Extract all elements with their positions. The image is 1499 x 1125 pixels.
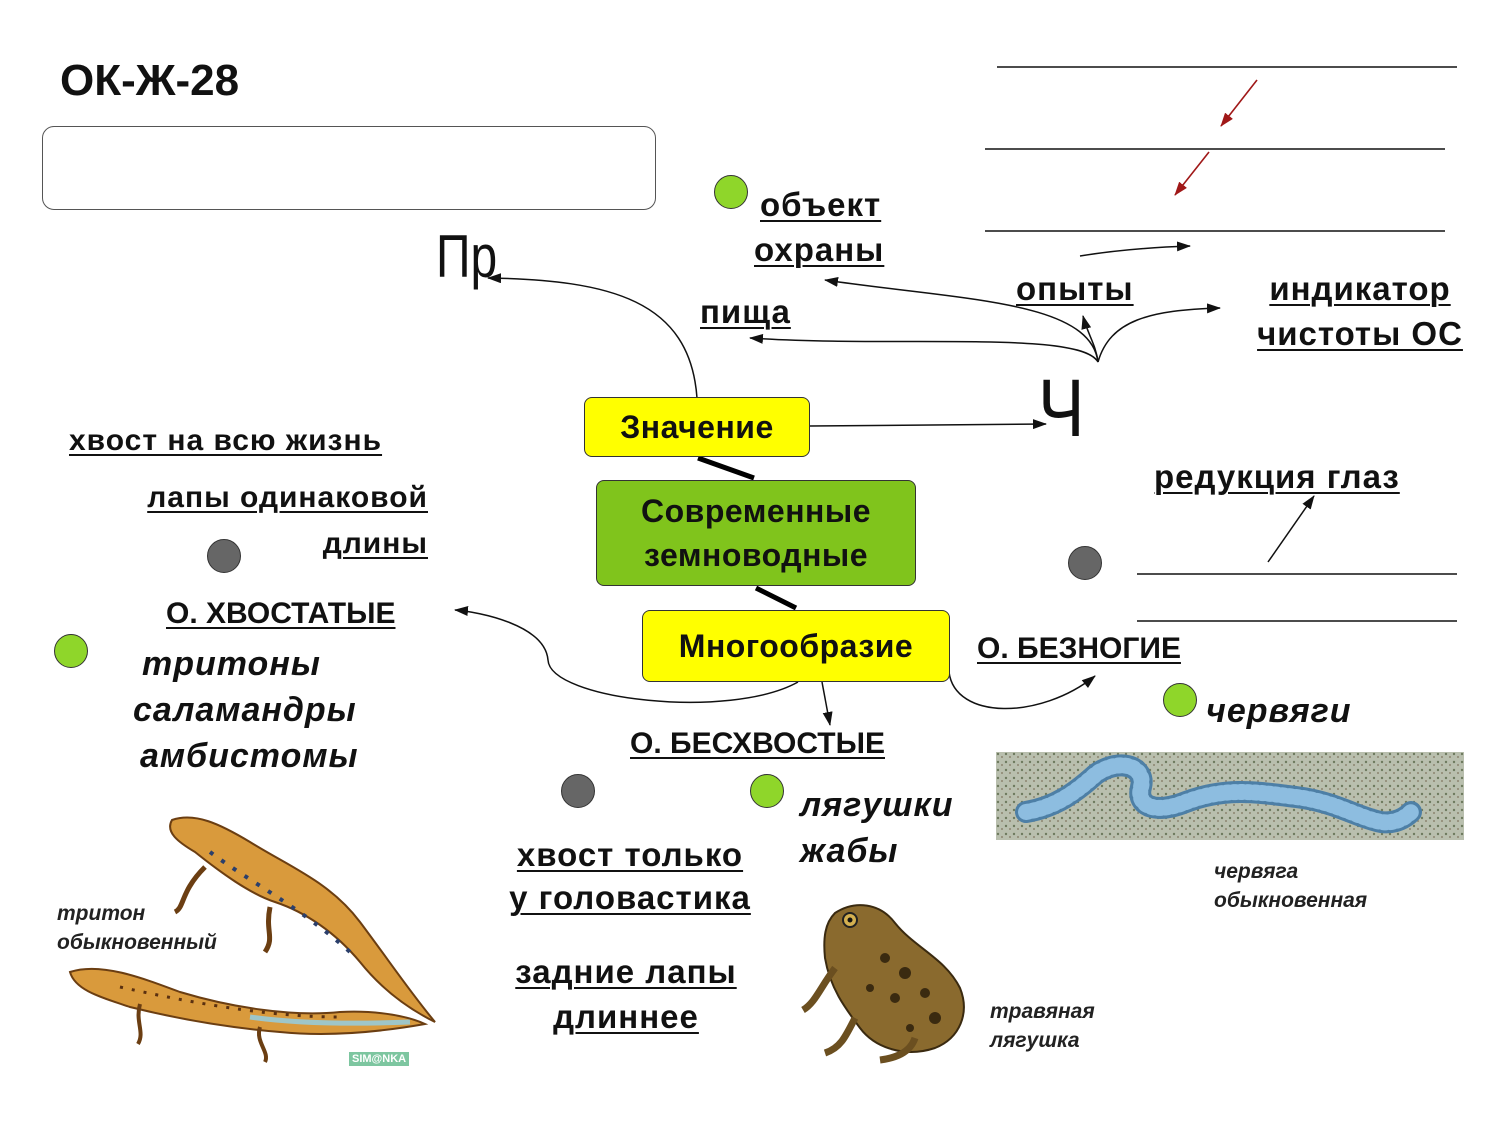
value-food: пища: [700, 293, 791, 330]
arrow-to-indicator: [1097, 303, 1221, 363]
legless-example: червяги: [1206, 692, 1352, 730]
tailed-feature-3: длины: [322, 527, 428, 560]
arrow-to-legless: [948, 671, 1096, 710]
tailed-example-2: саламандры: [133, 691, 357, 729]
frog-illustration: [801, 904, 965, 1064]
box-value[interactable]: Значение: [584, 397, 810, 457]
caecilian-caption-line1: червяга: [1214, 860, 1299, 883]
tailless-feature-2: у головастика: [509, 879, 751, 916]
order-tailless: О. БЕСХВОСТЫЕ: [630, 727, 885, 760]
value-protection-line2: охраны: [754, 231, 885, 268]
box-main-line2: земноводные: [643, 537, 869, 573]
page-title: ОК-Ж-28: [60, 56, 240, 105]
watermark: SIM@NKA: [349, 1052, 410, 1066]
tailed-example-1: тритоны: [142, 645, 321, 683]
arrow-to-eye-reduction: [1267, 495, 1315, 563]
newt-caption-line1: тритон: [57, 902, 146, 925]
green-dot-protection: [714, 175, 748, 209]
arrow-to-tailless: [821, 681, 833, 726]
tailless-feature-4: длиннее: [553, 998, 699, 1035]
connector-value-main: [697, 455, 755, 481]
green-dot-tailless: [750, 774, 784, 808]
arrow-value-to-pr: [487, 273, 698, 399]
letter-ch: Ч: [1038, 363, 1085, 454]
gray-dot-legless: [1068, 546, 1102, 580]
caecilian-caption-line2: обыкновенная: [1214, 889, 1368, 912]
red-arrow-2: [1174, 151, 1210, 196]
tailless-example-1: лягушки: [800, 786, 954, 824]
frog-caption: травяная лягушка: [990, 997, 1190, 1055]
tailed-example-3: амбистомы: [140, 737, 359, 775]
newt-caption-line2: обыкновенный: [57, 931, 217, 954]
tailless-feature-1: хвост только: [516, 836, 744, 873]
box-main-line1: Современные: [641, 493, 871, 529]
gray-dot-tailed: [207, 539, 241, 573]
value-experiments: опыты: [1016, 270, 1134, 307]
value-indicator-line2: чистоты ОС: [1257, 315, 1463, 352]
tailed-feature-2: лапы одинаковой: [147, 481, 428, 514]
caecilian-illustration: [996, 752, 1464, 840]
arrow-to-protection: [824, 276, 1099, 363]
newt-illustration: [68, 816, 436, 1063]
letter-pr: Пр: [436, 223, 498, 290]
caecilian-caption: червяга обыкновенная: [1214, 857, 1434, 915]
tailless-example-2: жабы: [800, 832, 899, 870]
tailless-feature-3: задние лапы: [515, 953, 737, 990]
arrow-to-food: [749, 333, 1099, 363]
box-diversity[interactable]: Многообразие: [642, 610, 950, 682]
order-tailed: О. ХВОСТАТЫЕ: [166, 597, 396, 630]
green-dot-legless: [1163, 683, 1197, 717]
connector-main-diversity: [754, 585, 798, 611]
legless-feature: редукция глаз: [1154, 458, 1400, 495]
blank-answer-box[interactable]: [42, 126, 656, 210]
frog-caption-line2: лягушка: [990, 1029, 1080, 1052]
order-legless: О. БЕЗНОГИЕ: [977, 632, 1181, 665]
frog-caption-line1: травяная: [990, 1000, 1095, 1023]
value-protection-line1: объект: [760, 186, 882, 223]
tailed-feature-1: хвост на всю жизнь: [69, 424, 383, 457]
newt-caption: тритон обыкновенный: [57, 899, 257, 957]
arrow-above-experiments: [1079, 241, 1191, 257]
gray-dot-tailless: [561, 774, 595, 808]
arrow-to-experiments: [1081, 315, 1099, 363]
arrow-to-tailed: [454, 606, 799, 704]
green-dot-tailed: [54, 634, 88, 668]
box-modern-amphibians[interactable]: Современные земноводные: [596, 480, 916, 586]
value-indicator-line1: индикатор: [1269, 270, 1451, 307]
red-arrow-1: [1220, 79, 1258, 127]
arrow-value-to-ch: [809, 419, 1047, 430]
